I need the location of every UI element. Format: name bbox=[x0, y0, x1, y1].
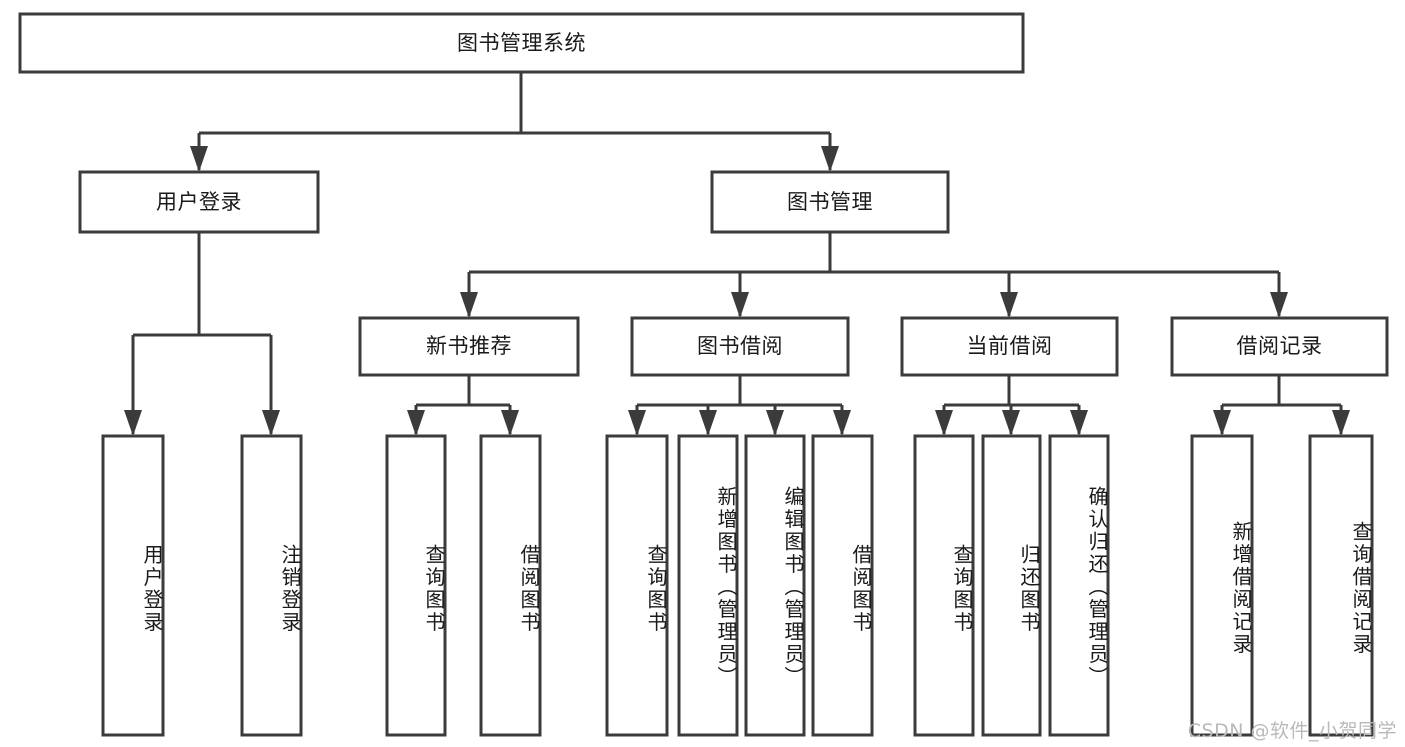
node-leaf-11[interactable] bbox=[1190, 434, 1254, 737]
arrow-head-icon bbox=[460, 292, 478, 318]
node-leaf-2[interactable] bbox=[385, 434, 447, 737]
arrow-head-icon bbox=[935, 410, 953, 436]
node-leaf-9[interactable] bbox=[981, 434, 1042, 737]
arrow-head-icon bbox=[190, 146, 208, 172]
arrow-head-icon bbox=[1213, 410, 1231, 436]
node-leaf-5[interactable] bbox=[677, 434, 739, 737]
node-level2-0[interactable] bbox=[78, 170, 320, 234]
node-level3-0[interactable] bbox=[358, 316, 580, 377]
arrow-head-icon bbox=[262, 410, 280, 436]
arrow-head-icon bbox=[821, 146, 839, 172]
arrow-head-icon bbox=[699, 410, 717, 436]
node-leaf-7[interactable] bbox=[811, 434, 874, 737]
node-leaf-4[interactable] bbox=[605, 434, 669, 737]
node-leaf-10[interactable] bbox=[1048, 434, 1110, 737]
node-level3-3[interactable] bbox=[1170, 316, 1389, 377]
arrow-head-icon bbox=[1332, 410, 1350, 436]
node-leaf-3[interactable] bbox=[479, 434, 542, 737]
arrow-head-icon bbox=[1002, 410, 1020, 436]
arrow-head-icon bbox=[124, 410, 142, 436]
csdn-watermark: CSDN @软件_小贺同学 bbox=[1187, 720, 1397, 742]
node-leaf-0[interactable] bbox=[101, 434, 165, 737]
arrow-head-icon bbox=[407, 410, 425, 436]
arrow-head-icon bbox=[766, 410, 784, 436]
node-level3-1[interactable] bbox=[630, 316, 850, 377]
arrow-head-icon bbox=[501, 410, 519, 436]
arrow-head-icon bbox=[1000, 292, 1018, 318]
node-level2-1[interactable] bbox=[710, 170, 950, 234]
node-level3-2[interactable] bbox=[900, 316, 1119, 377]
node-leaf-12[interactable] bbox=[1308, 434, 1374, 737]
arrow-head-icon bbox=[731, 292, 749, 318]
box-layer bbox=[18, 12, 1389, 737]
arrow-head-icon bbox=[1070, 410, 1088, 436]
arrow-head-icon bbox=[628, 410, 646, 436]
arrow-head-icon bbox=[1270, 292, 1288, 318]
arrow-head-icon bbox=[833, 410, 851, 436]
connector-layer bbox=[124, 72, 1350, 436]
node-leaf-1[interactable] bbox=[240, 434, 303, 737]
node-leaf-8[interactable] bbox=[913, 434, 975, 737]
node-leaf-6[interactable] bbox=[744, 434, 806, 737]
node-root[interactable] bbox=[18, 12, 1025, 74]
